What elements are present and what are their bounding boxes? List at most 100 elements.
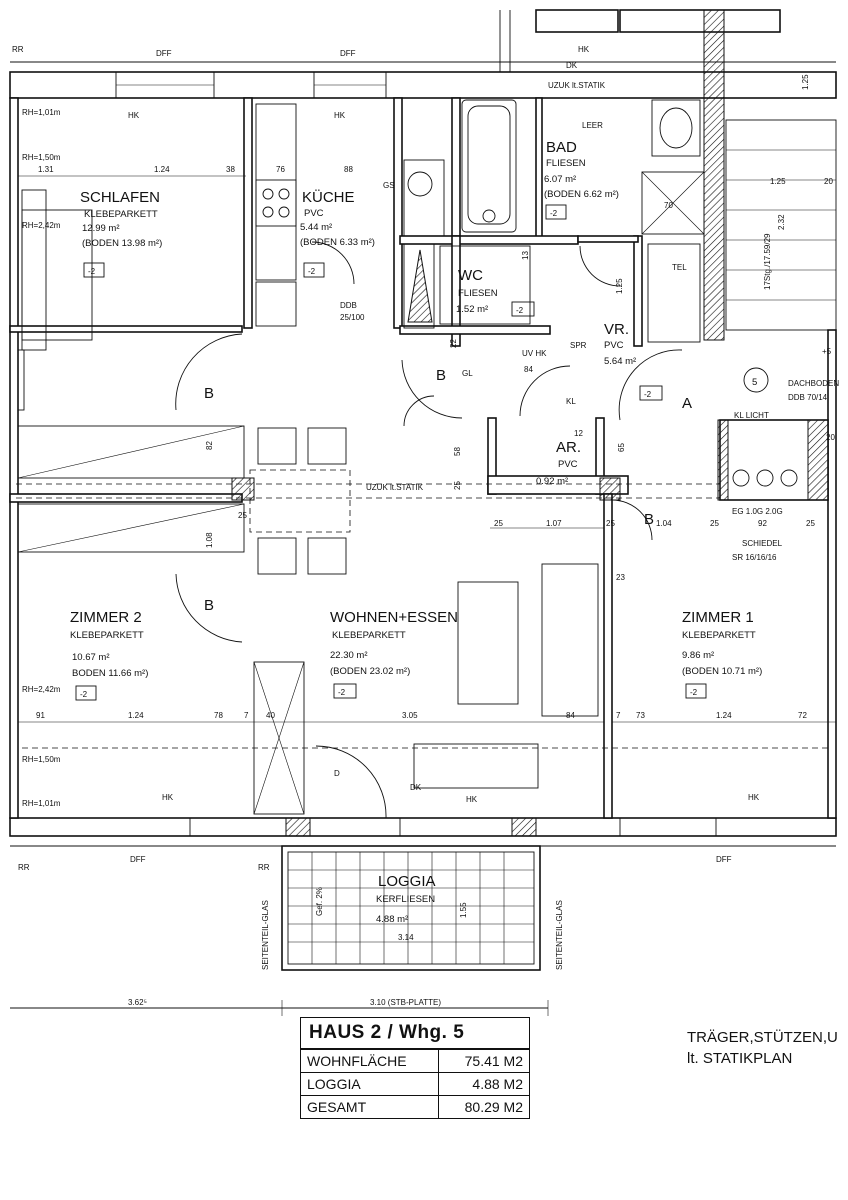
svg-text:-2: -2 xyxy=(338,688,346,697)
svg-text:(BODEN 6.33 m²): (BODEN 6.33 m²) xyxy=(300,237,375,248)
svg-text:KLEBEPARKETT: KLEBEPARKETT xyxy=(84,209,158,220)
svg-text:SCHIEDEL: SCHIEDEL xyxy=(742,539,783,548)
summary-row-total: GESAMT 80.29 M2 xyxy=(301,1095,529,1118)
svg-text:17Stg./17.59/29: 17Stg./17.59/29 xyxy=(763,233,772,290)
svg-text:DFF: DFF xyxy=(716,855,732,864)
svg-text:FLIESEN: FLIESEN xyxy=(546,158,586,169)
svg-text:LEER: LEER xyxy=(582,121,603,130)
svg-text:SEITENTEIL-GLAS: SEITENTEIL-GLAS xyxy=(555,900,564,970)
svg-text:HK: HK xyxy=(128,111,140,120)
svg-text:KERFLIESEN: KERFLIESEN xyxy=(376,894,435,905)
area-summary-table: HAUS 2 / Whg. 5 WOHNFLÄCHE 75.41 M2 LOGG… xyxy=(300,1017,530,1119)
summary-value: 75.41 M2 xyxy=(438,1049,529,1073)
svg-text:(BODEN 10.71 m²): (BODEN 10.71 m²) xyxy=(682,666,762,677)
svg-text:25: 25 xyxy=(238,511,247,520)
summary-row: LOGGIA 4.88 M2 xyxy=(301,1072,529,1096)
svg-text:40: 40 xyxy=(266,711,275,720)
summary-label: WOHNFLÄCHE xyxy=(301,1049,439,1073)
summary-title: HAUS 2 / Whg. 5 xyxy=(301,1018,529,1049)
svg-text:25: 25 xyxy=(606,519,615,528)
svg-text:RH=2,42m: RH=2,42m xyxy=(22,685,61,694)
summary-label: GESAMT xyxy=(301,1095,439,1118)
svg-text:(BODEN 23.02 m²): (BODEN 23.02 m²) xyxy=(330,666,410,677)
svg-text:65: 65 xyxy=(617,443,626,452)
svg-text:1.52 m²: 1.52 m² xyxy=(456,304,488,315)
svg-text:-2: -2 xyxy=(550,209,558,218)
svg-text:ZIMMER 2: ZIMMER 2 xyxy=(70,609,142,626)
svg-text:ZIMMER 1: ZIMMER 1 xyxy=(682,609,754,626)
svg-text:RR: RR xyxy=(258,863,270,872)
svg-text:13: 13 xyxy=(521,251,530,260)
summary-value: 4.88 M2 xyxy=(438,1072,529,1096)
svg-text:(BODEN 6.62 m²): (BODEN 6.62 m²) xyxy=(544,189,619,200)
svg-text:HK: HK xyxy=(162,793,174,802)
loggia xyxy=(10,845,549,1016)
svg-text:UV HK: UV HK xyxy=(522,349,547,358)
svg-text:DFF: DFF xyxy=(340,49,356,58)
stair xyxy=(725,119,837,487)
svg-text:20: 20 xyxy=(826,433,835,442)
svg-text:DACHBODEN: DACHBODEN xyxy=(788,379,839,388)
svg-text:58: 58 xyxy=(453,447,462,456)
room-ar: AR. PVC 0.92 m² xyxy=(536,439,581,487)
beam-lines xyxy=(16,483,830,749)
svg-text:1.25: 1.25 xyxy=(801,74,810,90)
svg-text:25: 25 xyxy=(494,519,503,528)
svg-text:BAD: BAD xyxy=(546,139,577,156)
svg-text:1.08: 1.08 xyxy=(205,532,214,548)
svg-text:RH=1,50m: RH=1,50m xyxy=(22,755,61,764)
svg-text:-2: -2 xyxy=(88,267,96,276)
svg-text:DK: DK xyxy=(566,61,578,70)
room-vr: VR. PVC 5.64 m² -2 xyxy=(604,321,663,401)
summary-row: WOHNFLÄCHE 75.41 M2 xyxy=(301,1049,529,1073)
svg-text:HK: HK xyxy=(466,795,478,804)
svg-text:VR.: VR. xyxy=(604,321,629,338)
svg-text:1.25: 1.25 xyxy=(615,278,624,294)
svg-text:BODEN 11.66 m²): BODEN 11.66 m²) xyxy=(72,668,148,679)
svg-text:RR: RR xyxy=(18,863,30,872)
svg-text:22.30 m²: 22.30 m² xyxy=(330,650,368,661)
svg-text:UZUK lt.STATIK: UZUK lt.STATIK xyxy=(548,81,606,90)
svg-text:-2: -2 xyxy=(308,267,316,276)
room-bad: BAD FLIESEN 6.07 m² (BODEN 6.62 m²) -2 L… xyxy=(544,121,619,220)
room-wc: WC FLIESEN 1.52 m² -2 xyxy=(456,267,535,317)
svg-text:70: 70 xyxy=(664,201,673,210)
misc-labels: RR DFF DFF HK HK HK DK UZUK lt.STATIK RH… xyxy=(12,45,839,1007)
svg-text:DK: DK xyxy=(410,783,422,792)
svg-text:WOHNEN+ESSEN: WOHNEN+ESSEN xyxy=(330,609,458,626)
svg-text:SR 16/16/16: SR 16/16/16 xyxy=(732,553,777,562)
svg-text:UZUK lt.STATIK: UZUK lt.STATIK xyxy=(366,483,424,492)
svg-text:5: 5 xyxy=(752,377,757,388)
svg-text:25/100: 25/100 xyxy=(340,313,365,322)
svg-text:Gef. 2%: Gef. 2% xyxy=(315,887,324,916)
summary-label: LOGGIA xyxy=(301,1072,439,1096)
svg-text:1.04: 1.04 xyxy=(656,519,672,528)
svg-text:DFF: DFF xyxy=(156,49,172,58)
svg-text:7: 7 xyxy=(244,711,249,720)
svg-text:1.31: 1.31 xyxy=(38,165,54,174)
svg-text:72: 72 xyxy=(798,711,807,720)
svg-text:23: 23 xyxy=(616,573,625,582)
svg-text:-2: -2 xyxy=(690,688,698,697)
svg-text:KLEBEPARKETT: KLEBEPARKETT xyxy=(70,630,144,641)
svg-text:HK: HK xyxy=(578,45,590,54)
svg-text:DDB 70/14: DDB 70/14 xyxy=(788,393,828,402)
svg-text:2.32: 2.32 xyxy=(777,214,786,230)
svg-text:KLEBEPARKETT: KLEBEPARKETT xyxy=(682,630,756,641)
svg-text:73: 73 xyxy=(636,711,645,720)
svg-text:88: 88 xyxy=(344,165,353,174)
svg-text:84: 84 xyxy=(524,365,533,374)
svg-text:3.05: 3.05 xyxy=(402,711,418,720)
svg-text:92: 92 xyxy=(758,519,767,528)
svg-text:-2: -2 xyxy=(644,390,652,399)
summary-value: 80.29 M2 xyxy=(438,1095,529,1118)
svg-text:6.07 m²: 6.07 m² xyxy=(544,174,576,185)
svg-text:KLEBEPARKETT: KLEBEPARKETT xyxy=(332,630,406,641)
svg-text:DDB: DDB xyxy=(340,301,357,310)
svg-text:1.55: 1.55 xyxy=(459,902,468,918)
svg-text:DFF: DFF xyxy=(130,855,146,864)
svg-text:PVC: PVC xyxy=(558,459,578,470)
bathroom-fixtures xyxy=(255,99,705,343)
summary-rows: WOHNFLÄCHE 75.41 M2 LOGGIA 4.88 M2 GESAM… xyxy=(301,1049,529,1118)
